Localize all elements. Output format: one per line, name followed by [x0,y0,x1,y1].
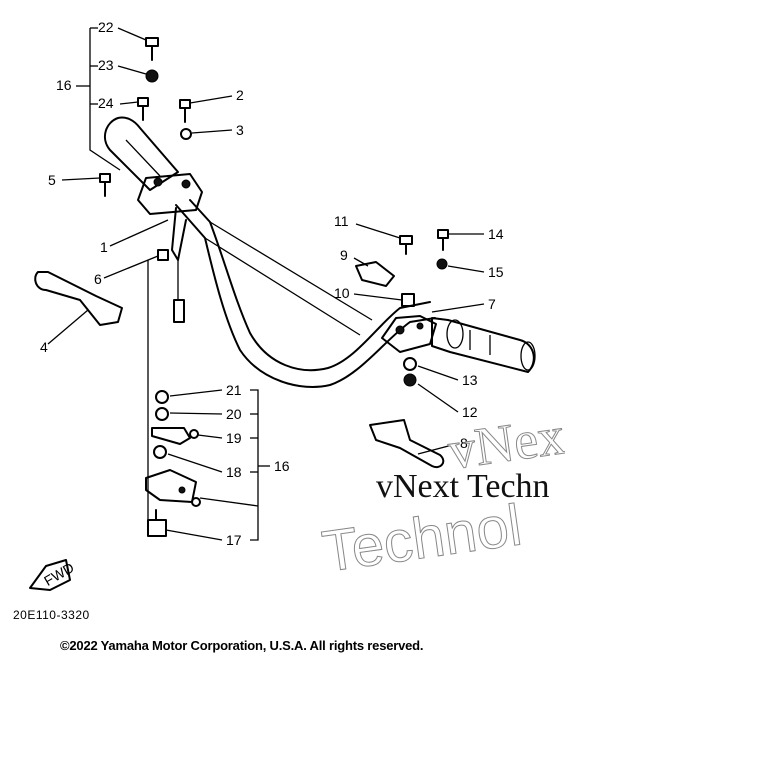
right-lever [369,419,445,468]
callout-7: 7 [488,296,496,312]
callout-6: 6 [94,271,102,287]
callout-17: 17 [226,532,242,548]
fwd-arrow: FWD [29,559,77,591]
callout-22: 22 [98,19,114,35]
callout-2: 2 [236,87,244,103]
right-housing [381,315,437,353]
leader-lines [47,27,485,541]
callout-19: 19 [226,430,242,446]
callouts: 22 23 16 24 2 3 5 1 6 4 11 9 10 7 14 15 … [40,19,504,548]
handlebar [175,199,436,388]
callout-13: 13 [462,372,478,388]
copyright-notice: ©2022 Yamaha Motor Corporation, U.S.A. A… [60,638,424,653]
callout-18: 18 [226,464,242,480]
callout-12: 12 [462,404,478,420]
callout-23: 23 [98,57,114,73]
callout-21: 21 [226,382,242,398]
left-lever [34,271,123,326]
callout-5: 5 [48,172,56,188]
callout-10: 10 [334,285,350,301]
callout-8: 8 [460,435,468,451]
callout-16-top: 16 [56,77,72,93]
callout-4: 4 [40,339,48,355]
part-code: 20E110-3320 [13,608,90,622]
right-grip [431,317,536,373]
callout-1: 1 [100,239,108,255]
callout-16-bottom: 16 [274,458,290,474]
callout-24: 24 [98,95,114,111]
fasteners [99,37,449,387]
callout-15: 15 [488,264,504,280]
callout-14: 14 [488,226,504,242]
image-edge-mask [565,0,768,768]
callout-11: 11 [334,213,349,229]
lower-assembly [145,260,201,537]
callout-20: 20 [226,406,242,422]
left-grip [103,116,179,191]
callout-9: 9 [340,247,348,263]
callout-3: 3 [236,122,244,138]
left-housing [137,173,203,323]
